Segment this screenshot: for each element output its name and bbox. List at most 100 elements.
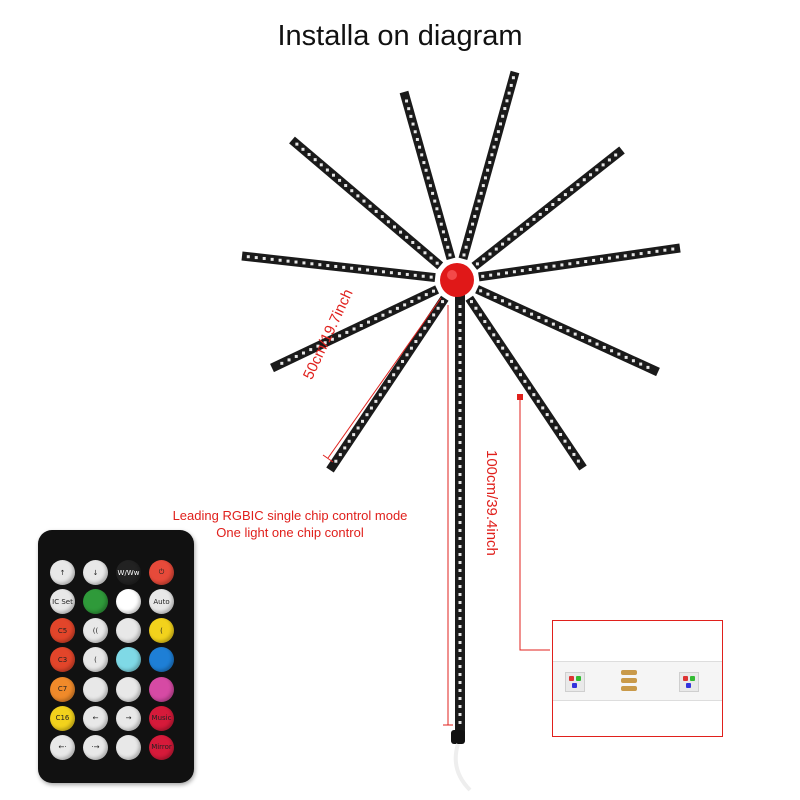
led-dot — [538, 212, 542, 216]
led-dot — [381, 270, 385, 274]
led-dot — [343, 446, 347, 450]
led-dot — [458, 593, 462, 596]
led-dot — [397, 272, 401, 276]
led-dot — [541, 406, 545, 410]
led-dot — [359, 324, 363, 328]
led-dot — [395, 306, 399, 310]
led-dot — [551, 322, 555, 326]
brightness-down-icon[interactable]: ↓ — [83, 560, 108, 585]
mirror-icon[interactable]: Mirror — [149, 734, 174, 760]
led-dot — [318, 263, 322, 267]
led-dot — [426, 176, 430, 180]
led-dot — [246, 255, 250, 259]
led-dot — [490, 153, 494, 157]
led-dot — [458, 521, 462, 524]
led-dot — [458, 465, 462, 468]
white-icon[interactable]: W/Ww — [116, 560, 141, 585]
led-dot — [545, 413, 549, 417]
led-dot — [356, 426, 360, 430]
led-dot — [509, 83, 513, 87]
led-dot — [466, 238, 470, 242]
brightness-up-icon[interactable]: ↑ — [50, 560, 75, 585]
led-dot — [399, 230, 403, 234]
led-dot — [518, 373, 522, 377]
prev-icon[interactable]: ←· — [50, 734, 75, 760]
led-dot — [458, 665, 462, 668]
led-dot — [551, 202, 555, 206]
magenta-icon[interactable] — [149, 676, 174, 702]
led-dot — [505, 99, 509, 103]
led-dot — [287, 358, 291, 362]
mode-icon[interactable]: ( — [83, 647, 108, 673]
right-icon[interactable]: → — [116, 705, 141, 731]
led-dot — [458, 321, 462, 324]
c16-icon[interactable]: C16 — [50, 705, 75, 731]
blank4-icon[interactable] — [116, 734, 141, 760]
blue-icon[interactable] — [149, 647, 174, 673]
led-dot — [458, 513, 462, 516]
led-dot — [388, 310, 392, 314]
led-dot — [554, 426, 558, 430]
led-dot — [655, 249, 659, 253]
led-dot — [352, 433, 356, 437]
blank-icon[interactable] — [116, 618, 141, 644]
led-dot — [323, 341, 327, 345]
led-dot — [428, 184, 432, 188]
led-dot — [639, 362, 643, 366]
led-dot — [458, 505, 462, 508]
led-dot — [458, 417, 462, 420]
next-icon[interactable]: ·→ — [83, 734, 108, 760]
c3-icon[interactable]: C3 — [50, 647, 75, 673]
led-dot — [528, 267, 532, 271]
led-dot — [444, 238, 448, 242]
led-dot — [486, 168, 490, 172]
led-dot — [496, 339, 500, 343]
music-icon[interactable]: Music — [149, 705, 174, 731]
ic-set-icon[interactable]: IC Set — [50, 589, 75, 615]
led-dot — [421, 274, 425, 278]
blank2-icon[interactable] — [83, 676, 108, 702]
led-dot — [602, 345, 606, 349]
led-dot — [589, 173, 593, 177]
page-title: Installa on diagram — [277, 20, 523, 52]
c7-icon[interactable]: C7 — [50, 676, 75, 702]
led-dot — [422, 161, 426, 165]
led-dot — [387, 379, 391, 383]
auto-icon[interactable]: Auto — [149, 589, 174, 615]
speed-down-icon[interactable]: (( — [83, 618, 108, 644]
led-dot — [647, 250, 651, 254]
led-dot — [294, 260, 298, 264]
led-dot — [342, 265, 346, 269]
led-dot — [522, 309, 526, 313]
led-dot — [392, 373, 396, 377]
led-dot — [367, 320, 371, 324]
led-dot — [458, 497, 462, 500]
led-dot — [338, 334, 342, 338]
blank3-icon[interactable] — [116, 676, 141, 702]
green-icon[interactable] — [83, 589, 108, 615]
led-dot — [458, 713, 462, 716]
led-dot — [671, 247, 675, 251]
led-dot — [345, 330, 349, 334]
left-icon[interactable]: ← — [83, 705, 108, 731]
led-dot — [374, 399, 378, 403]
yellow-icon[interactable]: ( — [149, 618, 174, 644]
led-dot — [477, 199, 481, 203]
led-dot — [458, 529, 462, 532]
light-arms — [241, 70, 681, 473]
cyan-icon[interactable] — [116, 647, 141, 673]
white-color-icon[interactable] — [116, 589, 141, 615]
power-icon[interactable]: ⏻ — [149, 560, 174, 585]
led-dot — [301, 351, 305, 355]
led-dot — [494, 247, 498, 251]
led-dot — [403, 303, 407, 307]
led-dot — [458, 425, 462, 428]
led-dot — [458, 393, 462, 396]
led-dot — [458, 449, 462, 452]
led-dot — [254, 256, 258, 260]
led-dot — [488, 252, 492, 256]
light-arm — [289, 136, 444, 270]
led-dot — [316, 344, 320, 348]
led-dot — [458, 409, 462, 412]
c5-icon[interactable]: C5 — [50, 618, 75, 644]
